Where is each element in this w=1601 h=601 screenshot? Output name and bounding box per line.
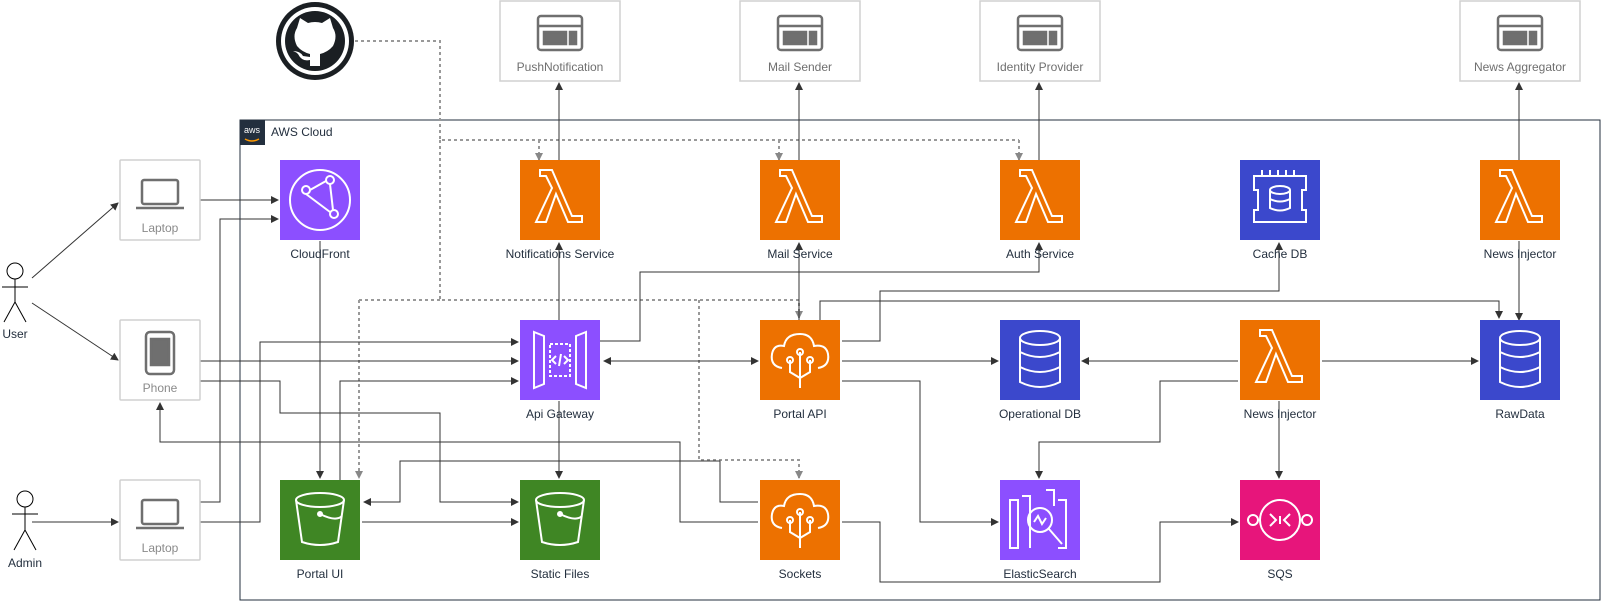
component-mail bbox=[760, 160, 840, 240]
lambda-icon bbox=[1014, 169, 1063, 223]
aws-badge: aws bbox=[244, 125, 261, 135]
external-idp bbox=[979, 0, 1101, 82]
lambda-icon bbox=[1494, 169, 1543, 223]
component-es bbox=[1000, 480, 1080, 560]
external-push bbox=[499, 0, 621, 82]
component-apigw bbox=[520, 320, 600, 400]
component-label-es: ElasticSearch bbox=[1003, 567, 1077, 581]
component-portalapi bbox=[760, 320, 840, 400]
component-cloudfront bbox=[280, 160, 360, 240]
web-app-icon bbox=[1496, 14, 1544, 52]
actor-label-user: User bbox=[2, 327, 28, 341]
external-label-news-agg: News Aggregator bbox=[1473, 60, 1567, 74]
component-notif bbox=[520, 160, 600, 240]
component-label-auth: Auth Service bbox=[1005, 247, 1075, 261]
actor-label-admin: Admin bbox=[7, 556, 43, 570]
lambda-icon bbox=[774, 169, 823, 223]
component-label-notif: Notifications Service bbox=[505, 247, 615, 261]
device-label-phone: Phone bbox=[142, 381, 178, 395]
web-app-icon bbox=[536, 14, 584, 52]
device-laptop-user bbox=[119, 159, 201, 241]
device-label-laptop-user: Laptop bbox=[141, 221, 179, 235]
laptop-icon bbox=[136, 498, 184, 530]
component-label-apigw: Api Gateway bbox=[525, 407, 595, 421]
external-label-push: PushNotification bbox=[516, 60, 604, 74]
cloud-service-icon bbox=[770, 332, 830, 388]
component-label-static: Static Files bbox=[530, 567, 590, 581]
actor-user bbox=[2, 262, 28, 323]
external-news-agg bbox=[1459, 0, 1581, 82]
phone-icon bbox=[144, 330, 176, 376]
component-label-sqs: SQS bbox=[1267, 567, 1293, 581]
component-label-portalui: Portal UI bbox=[296, 567, 344, 581]
device-laptop-admin bbox=[119, 479, 201, 561]
component-sqs bbox=[1240, 480, 1320, 560]
component-auth bbox=[1000, 160, 1080, 240]
component-rawdata bbox=[1480, 320, 1560, 400]
web-app-icon bbox=[1016, 14, 1064, 52]
sqs-icon bbox=[1247, 499, 1313, 541]
component-newsinj1 bbox=[1480, 160, 1560, 240]
actor-admin bbox=[12, 490, 38, 551]
component-portalui bbox=[280, 480, 360, 560]
cloud-service-icon bbox=[770, 492, 830, 548]
component-sockets bbox=[760, 480, 840, 560]
opensearch-icon bbox=[1009, 489, 1067, 549]
connectors bbox=[31, 82, 1523, 583]
s3-bucket-icon bbox=[535, 492, 585, 546]
component-label-opdb: Operational DB bbox=[998, 407, 1082, 421]
elasticache-icon bbox=[1253, 170, 1307, 223]
component-label-newsinj2: News Injector bbox=[1243, 407, 1317, 421]
component-opdb bbox=[1000, 320, 1080, 400]
component-label-cache: Cache DB bbox=[1252, 247, 1308, 261]
cloudfront-icon bbox=[289, 169, 351, 231]
aws-cloud-title: AWS Cloud bbox=[271, 125, 333, 139]
github-connectors bbox=[355, 40, 1023, 479]
device-label-laptop-admin: Laptop bbox=[141, 541, 179, 555]
component-label-rawdata: RawData bbox=[1495, 407, 1545, 421]
component-newsinj2 bbox=[1240, 320, 1320, 400]
component-label-newsinj1: News Injector bbox=[1483, 247, 1557, 261]
aws-cloud-group: aws bbox=[239, 119, 1601, 601]
component-cache bbox=[1240, 160, 1320, 240]
database-icon bbox=[1019, 330, 1061, 388]
external-label-idp: Identity Provider bbox=[996, 60, 1084, 74]
component-label-cloudfront: CloudFront bbox=[290, 247, 350, 261]
database-icon bbox=[1499, 330, 1541, 388]
lambda-icon bbox=[534, 169, 583, 223]
api-gateway-icon bbox=[533, 330, 587, 390]
lambda-icon bbox=[1254, 329, 1303, 383]
web-app-icon bbox=[776, 14, 824, 52]
component-label-sockets: Sockets bbox=[778, 567, 822, 581]
component-label-mail: Mail Service bbox=[767, 247, 833, 261]
external-mail-sender bbox=[739, 0, 861, 82]
external-label-mail-sender: Mail Sender bbox=[767, 60, 833, 74]
device-phone bbox=[119, 319, 201, 401]
s3-bucket-icon bbox=[295, 492, 345, 546]
component-static bbox=[520, 480, 600, 560]
github-icon bbox=[276, 2, 354, 80]
component-label-portalapi: Portal API bbox=[773, 407, 827, 421]
laptop-icon bbox=[136, 178, 184, 210]
